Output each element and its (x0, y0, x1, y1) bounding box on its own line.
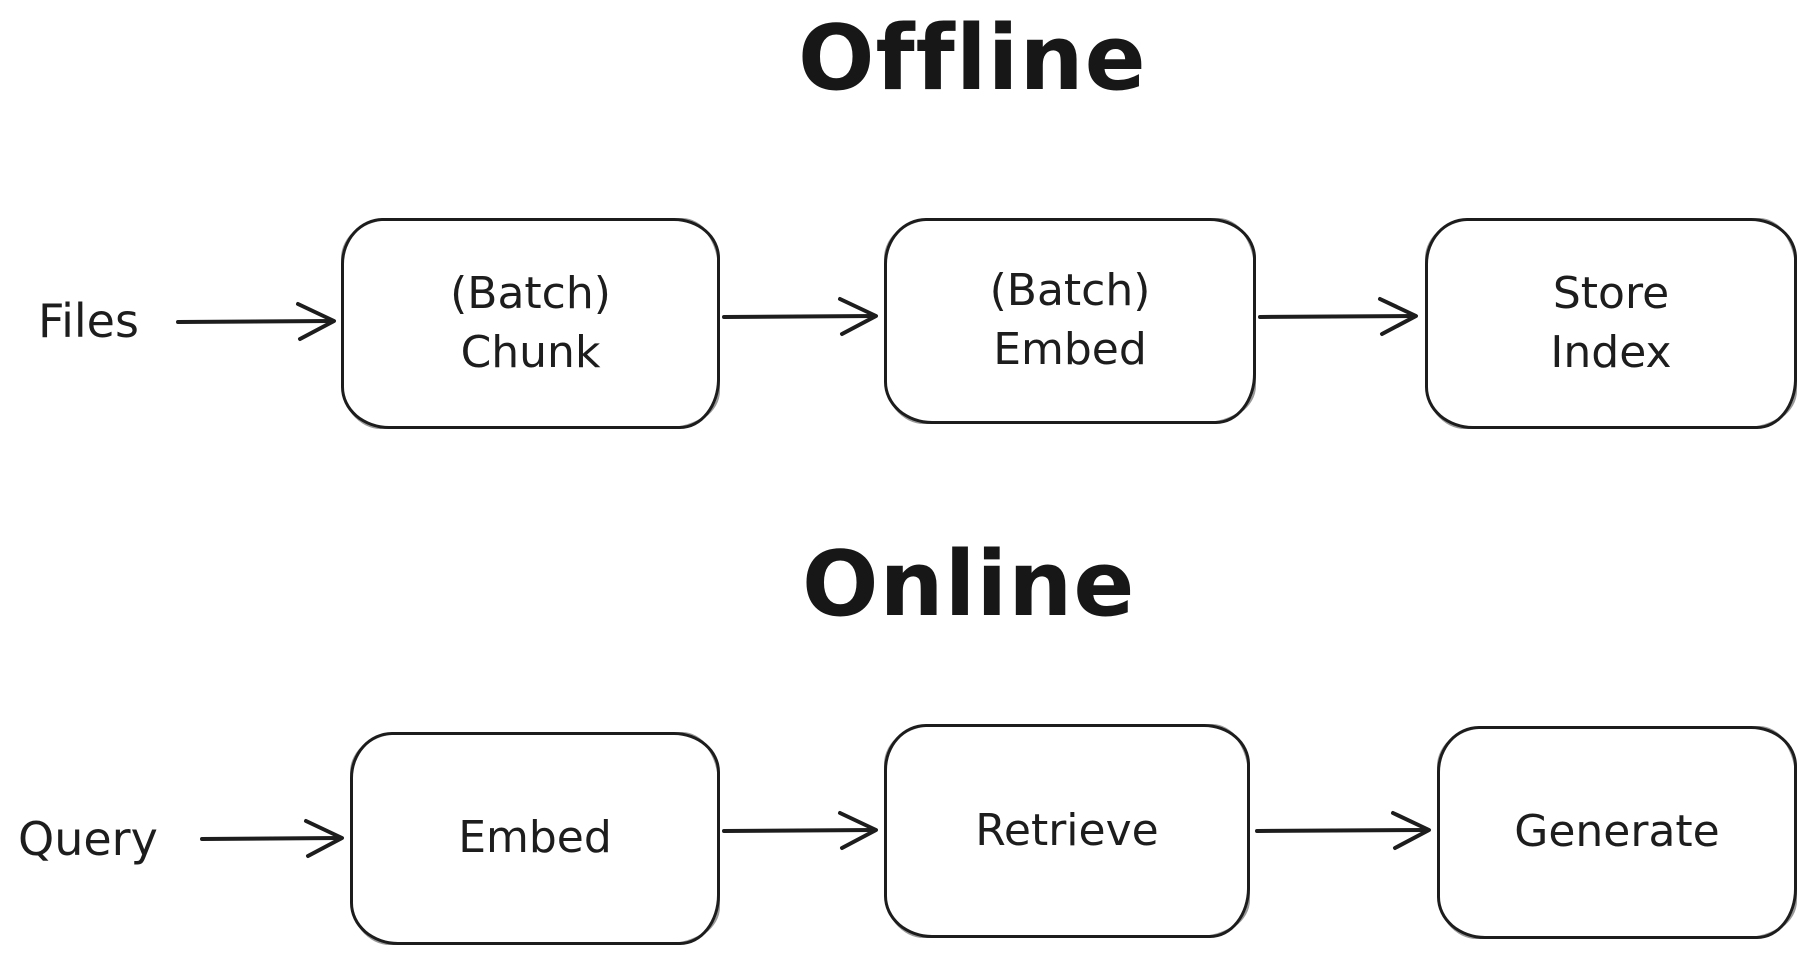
section-title-offline: Offline (798, 6, 1147, 111)
flow-arrow-files-to-chunk (176, 302, 336, 341)
node-batch-embed-label: (Batch) Embed (989, 265, 1151, 375)
node-store-index-label: Store Index (1550, 267, 1672, 378)
source-label-files: Files (38, 294, 139, 348)
section-title-online: Online (802, 532, 1136, 637)
flow-arrow-embed-to-store (1258, 297, 1418, 336)
flow-arrow-query-to-embed (200, 819, 344, 858)
node-generate: Generate (1437, 726, 1797, 939)
node-batch-chunk: (Batch) Chunk (341, 218, 720, 429)
node-generate-label: Generate (1514, 806, 1720, 858)
source-label-query: Query (18, 812, 158, 866)
flow-arrow-retrieve-to-generate (1255, 811, 1431, 850)
node-batch-embed: (Batch) Embed (884, 218, 1256, 424)
node-batch-chunk-label: (Batch) Chunk (450, 267, 611, 378)
node-store-index: Store Index (1425, 218, 1797, 429)
node-embed: Embed (350, 732, 720, 945)
node-retrieve: Retrieve (884, 724, 1250, 938)
node-embed-label: Embed (458, 812, 612, 864)
flow-arrow-chunk-to-embed (722, 297, 878, 336)
flow-arrow-embed-to-retrieve (722, 811, 878, 850)
node-retrieve-label: Retrieve (975, 804, 1159, 856)
